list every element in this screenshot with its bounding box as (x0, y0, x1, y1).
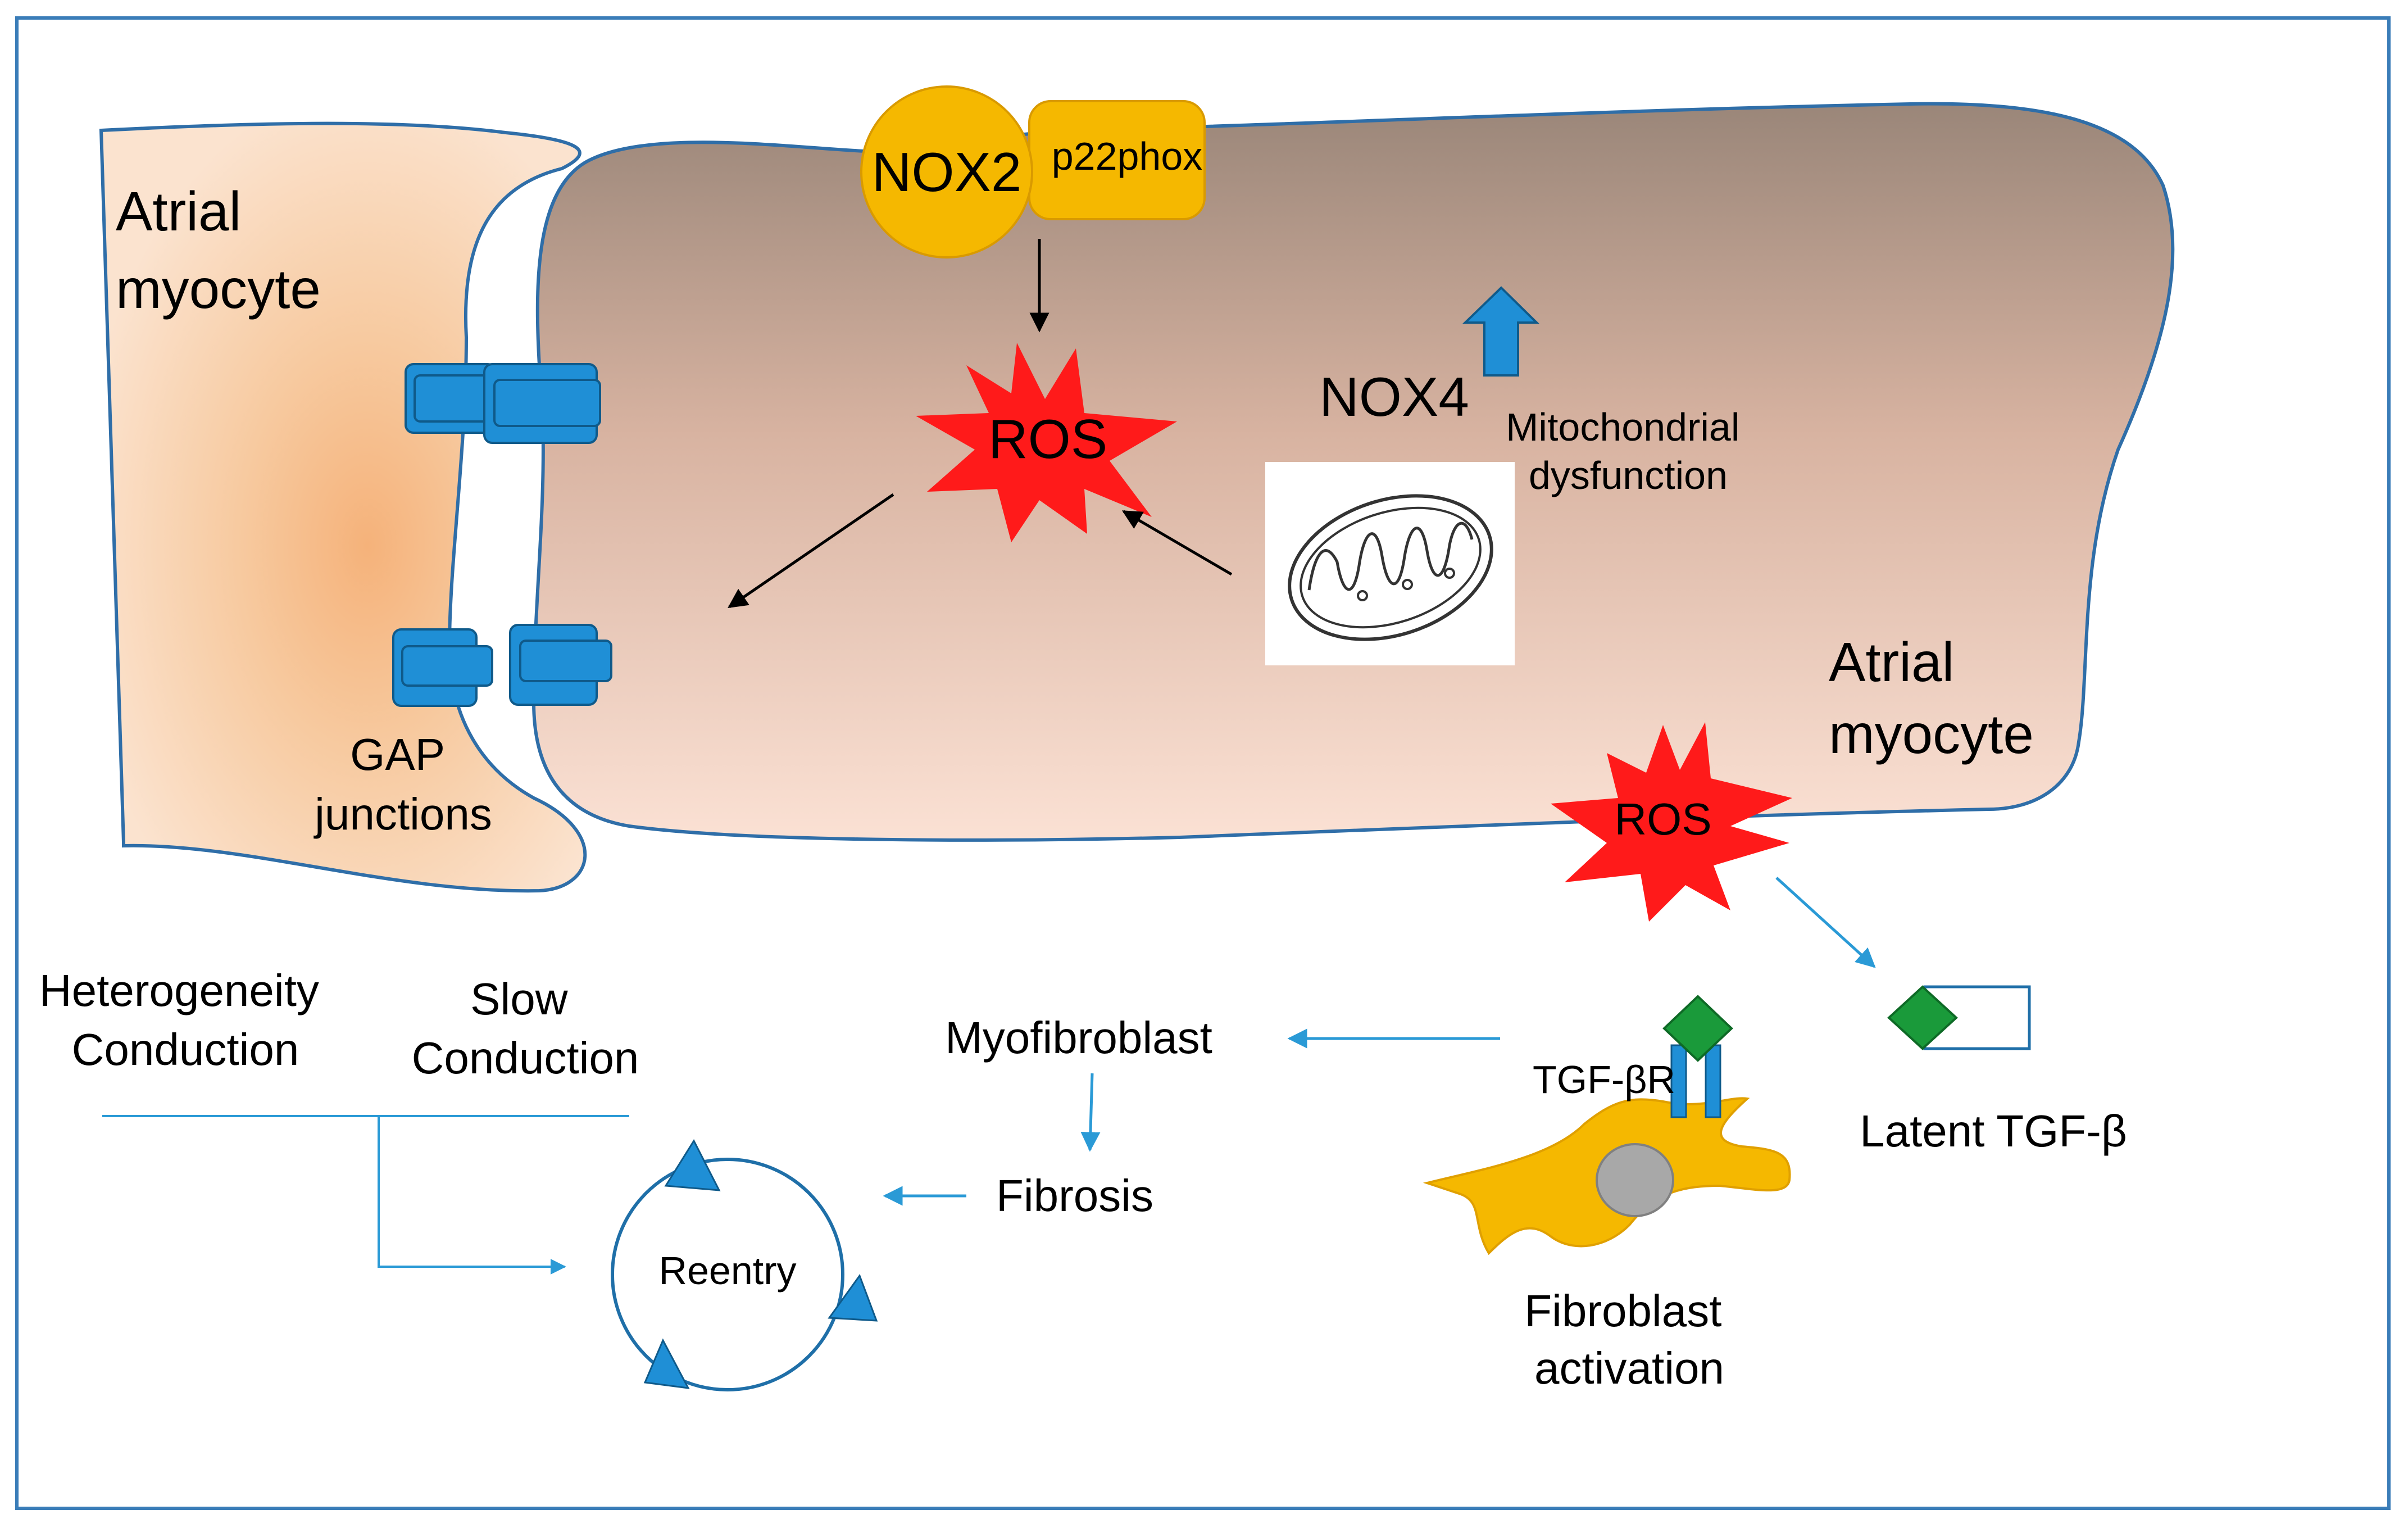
gap-junction-lower (392, 624, 612, 707)
gap-junctions-label: GAP junctions (314, 729, 492, 839)
tgf-beta-r-label: TGF-βR (1533, 1058, 1675, 1101)
nox2-label: NOX2 (872, 141, 1022, 203)
left-myocyte-label: Atrial myocyte (116, 180, 321, 320)
right-myocyte-label: Atrial myocyte (1829, 631, 2034, 765)
ros-label-lower: ROS (1614, 794, 1711, 844)
arrow-mito-to-ros (1121, 510, 1233, 576)
slow-conduction-label: Slow Conduction (412, 974, 639, 1083)
ros-starburst-lower (1551, 722, 1792, 922)
arrow-conduction-to-reentry (378, 1116, 566, 1275)
arrow-ros-to-gap (728, 493, 894, 609)
arrow-ros-to-latent-tgf (1775, 877, 1876, 968)
left-myocyte-cell (99, 121, 587, 893)
up-arrow-icon (1462, 286, 1539, 377)
fibrosis-label: Fibrosis (996, 1171, 1153, 1221)
reentry-cycle-icon (611, 1139, 878, 1391)
nox4-label: NOX4 (1319, 366, 1469, 428)
nox2-circle (860, 85, 1033, 259)
ros-label-main: ROS (988, 408, 1107, 470)
myofibroblast-label: Myofibroblast (945, 1013, 1212, 1063)
fibroblast-nucleus (1596, 1143, 1674, 1217)
reentry-label: Reentry (658, 1249, 796, 1293)
latent-tgf-beta-icon (1887, 985, 2031, 1050)
ros-starburst-main (916, 343, 1177, 542)
fibroblast-activation-label: Fibroblast activation (1524, 1286, 1734, 1393)
arrow-myofibroblast-to-fibrosis (1080, 1073, 1101, 1152)
heterogeneity-conduction-label: Heterogeneity Conduction (39, 965, 331, 1074)
mitochondrial-dysfunction-label: Mitochondrial dysfunction (1506, 405, 1751, 497)
tgf-beta-receptor (1662, 995, 1733, 1118)
latent-tgf-beta-label: Latent TGF-β (1860, 1106, 2127, 1156)
mitochondrion-icon (1265, 462, 1515, 665)
gap-junction-upper (405, 363, 601, 444)
p22phox-label: p22phox (1052, 134, 1203, 178)
